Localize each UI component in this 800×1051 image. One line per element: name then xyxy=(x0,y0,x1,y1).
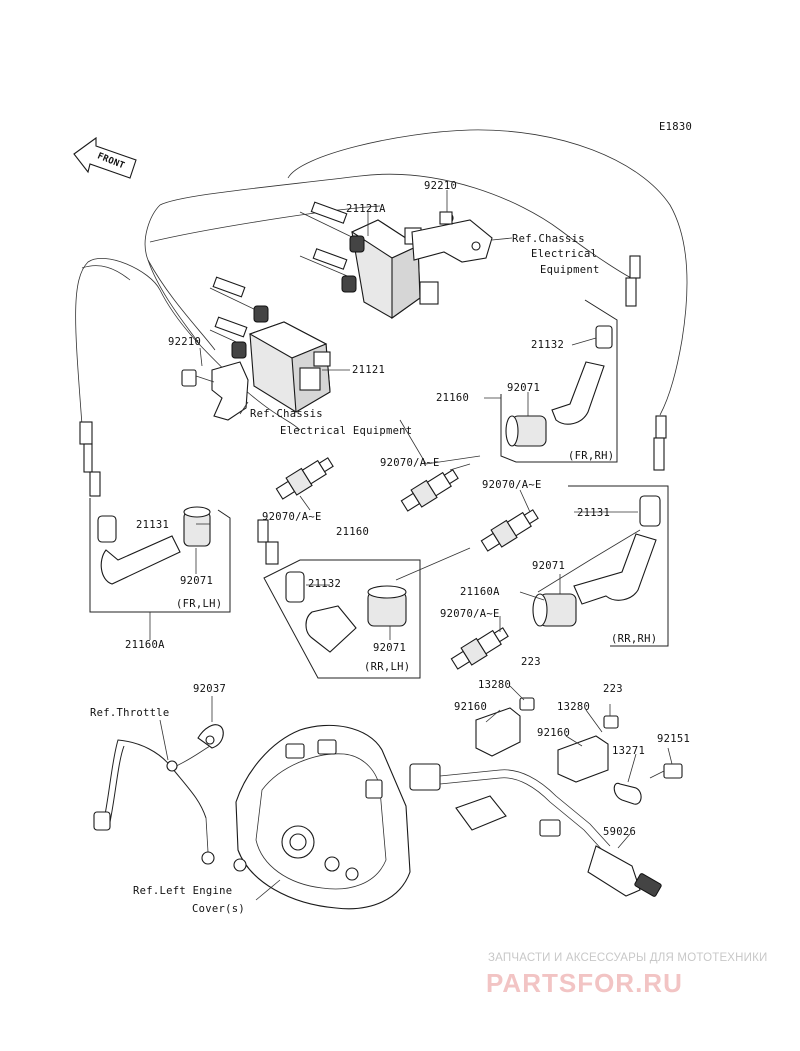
label-92210-top: 92210 xyxy=(424,180,457,192)
label-92071-rr-rh: 92071 xyxy=(532,560,565,572)
ref-chassis-top-line1: Ref.Chassis xyxy=(512,233,585,245)
engine-left-cover xyxy=(233,724,411,910)
label-92071-rr-lh: 92071 xyxy=(373,642,406,654)
clamp-13271 xyxy=(613,782,642,805)
bracket-92160-a xyxy=(475,697,535,757)
throttle-cable-92037 xyxy=(93,724,224,865)
label-21131-right: 21131 xyxy=(577,507,610,519)
label-92037: 92037 xyxy=(193,683,226,695)
spark-plug-lower xyxy=(450,627,509,670)
leader-lines xyxy=(149,190,673,901)
diagram-code: E1830 xyxy=(659,121,692,133)
ref-chassis-top-line2: Electrical xyxy=(531,248,597,260)
ref-chassis-top-line3: Equipment xyxy=(540,264,600,276)
label-rr-lh: (RR,LH) xyxy=(364,661,410,673)
callout-labels: 92210 21121A Ref.Chassis Electrical Equi… xyxy=(90,180,690,915)
ignition-coil-21121A xyxy=(299,201,439,320)
label-13271: 13271 xyxy=(612,745,645,757)
label-92151: 92151 xyxy=(657,733,690,745)
label-92070-right: 92070/A~E xyxy=(482,479,542,491)
watermark-logo: PARTSFOR.RU xyxy=(486,968,683,998)
label-13280-a: 13280 xyxy=(478,679,511,691)
spark-plug-lead-loops xyxy=(75,129,688,431)
label-223-upper: 223 xyxy=(521,656,541,668)
ref-engine-line2: Cover(s) xyxy=(192,903,245,915)
group-fr-rh xyxy=(500,299,618,463)
label-21160: 21160 xyxy=(436,392,469,404)
label-13280-b: 13280 xyxy=(557,701,590,713)
label-92071-left: 92071 xyxy=(180,575,213,587)
label-21131-left: 21131 xyxy=(136,519,169,531)
label-92160-a: 92160 xyxy=(454,701,487,713)
bracket-92160-b xyxy=(557,715,619,783)
bolt-92151 xyxy=(649,763,683,779)
label-21121: 21121 xyxy=(352,364,385,376)
label-21160A-right: 21160A xyxy=(460,586,500,598)
pickup-coil-harness-59026 xyxy=(409,763,662,897)
label-92070-mid: 92070/A~E xyxy=(380,457,440,469)
watermark-caption: ЗАПЧАСТИ И АКСЕССУАРЫ ДЛЯ МОТОТЕХНИКИ xyxy=(488,952,768,964)
spark-plug-upper-left xyxy=(275,457,334,500)
label-21132-bottom: 21132 xyxy=(308,578,341,590)
ref-engine-line1: Ref.Left Engine xyxy=(133,885,232,897)
label-21160A-left: 21160A xyxy=(125,639,165,651)
label-fr-rh: (FR,RH) xyxy=(568,450,614,462)
label-92210-left: 92210 xyxy=(168,336,201,348)
label-ref-throttle: Ref.Throttle xyxy=(90,707,169,719)
label-21160-center: 21160 xyxy=(336,526,369,538)
spark-plug-center xyxy=(480,509,539,552)
label-223-lower: 223 xyxy=(603,683,623,695)
lead-terminal-center xyxy=(257,519,279,565)
label-92070-center: 92070/A~E xyxy=(262,511,322,523)
label-92160-b: 92160 xyxy=(537,727,570,739)
lead-terminal-top-right xyxy=(625,255,641,307)
label-fr-lh: (FR,LH) xyxy=(176,598,222,610)
label-59026: 59026 xyxy=(603,826,636,838)
bolt-92210-top xyxy=(439,211,453,225)
spark-plug-upper-right xyxy=(400,469,459,512)
group-rr-rh xyxy=(532,485,669,647)
coil-bracket-lower xyxy=(181,361,249,421)
group-rr-lh xyxy=(263,559,421,679)
label-92070-lower: 92070/A~E xyxy=(440,608,500,620)
group-fr-lh xyxy=(89,498,231,613)
lead-terminal-left xyxy=(79,421,101,497)
label-21132-top: 21132 xyxy=(531,339,564,351)
label-21121A: 21121A xyxy=(346,203,386,215)
label-rr-rh: (RR,RH) xyxy=(611,633,657,645)
ref-chassis-mid-line2: Electrical Equipment xyxy=(280,425,412,437)
label-92071-fr-rh: 92071 xyxy=(507,382,540,394)
ref-chassis-mid-line1: Ref.Chassis xyxy=(250,408,323,420)
lead-terminal-right xyxy=(653,415,667,471)
front-arrow-icon: FRONT xyxy=(73,136,137,179)
ignition-coil-21121 xyxy=(209,276,331,413)
